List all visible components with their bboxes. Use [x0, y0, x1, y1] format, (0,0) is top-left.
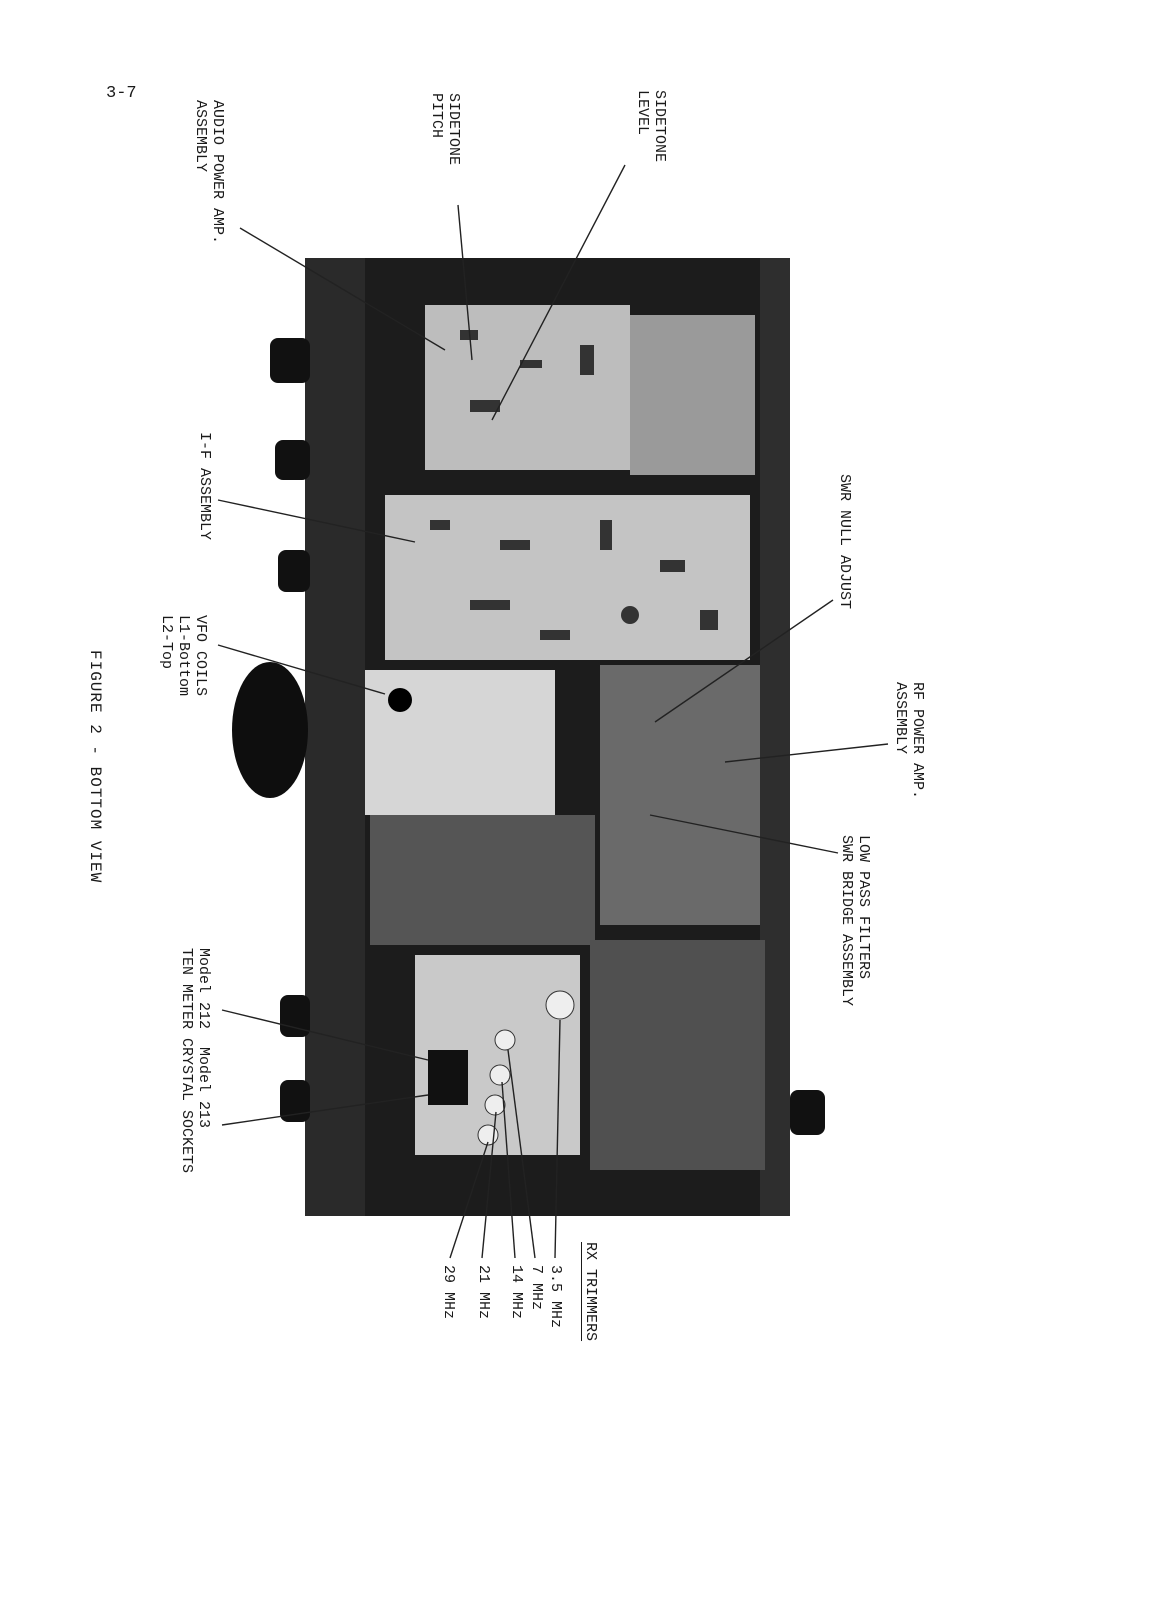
trim-21-label: 21 MHz	[475, 1265, 492, 1320]
trimmer	[494, 1029, 516, 1051]
main-tuning-knob	[232, 662, 308, 798]
leader-lines	[217, 164, 889, 1259]
audio-amp-label: AUDIO POWER AMP. ASSEMBLY	[192, 100, 226, 245]
lpf-area	[590, 940, 765, 1170]
rf-amp-label: RF POWER AMP. ASSEMBLY	[892, 682, 926, 800]
if-assembly-label: I-F ASSEMBLY	[196, 432, 213, 541]
trim-3-5-label: 3.5 MHz	[547, 1265, 564, 1329]
trimmer	[545, 990, 575, 1020]
trimmer	[489, 1064, 511, 1086]
swr-null-label: SWR NULL ADJUST	[836, 474, 853, 610]
vfo-coil-hole	[388, 688, 412, 712]
sidetone-level-label: SIDETONE LEVEL	[634, 90, 668, 163]
trim-14-label: 14 MHz	[508, 1265, 525, 1320]
rf-amp-area	[600, 665, 760, 925]
knob	[278, 550, 310, 592]
knob	[270, 338, 310, 383]
crystal-sockets-label: Model 212 Model 213 TEN METER CRYSTAL SO…	[178, 948, 212, 1174]
sidetone-pitch-label: SIDETONE PITCH	[428, 93, 462, 166]
audio-amp-board-right	[630, 315, 755, 475]
page-number: 3-7	[106, 84, 137, 103]
trim-7-label: 7 MHz	[528, 1265, 545, 1311]
knob	[275, 440, 310, 480]
knob	[280, 1080, 310, 1122]
figure-caption: FIGURE 2 - BOTTOM VIEW	[86, 650, 104, 884]
rear-connector	[790, 1090, 825, 1135]
crystal-socket	[428, 1050, 468, 1105]
trim-29-label: 29 MHz	[440, 1265, 457, 1320]
trimmer	[484, 1094, 506, 1116]
lpf-swr-label: LOW PASS FILTERS SWR BRIDGE ASSEMBLY	[838, 835, 872, 1007]
front-panel-strip	[305, 258, 365, 1216]
vfo-frame	[370, 815, 595, 945]
rx-trimmers-title: RX TRIMMERS	[582, 1242, 599, 1342]
audio-amp-board	[425, 305, 630, 470]
vfo-coils-label: VFO COILS L1-Bottom L2-Top	[158, 615, 209, 697]
